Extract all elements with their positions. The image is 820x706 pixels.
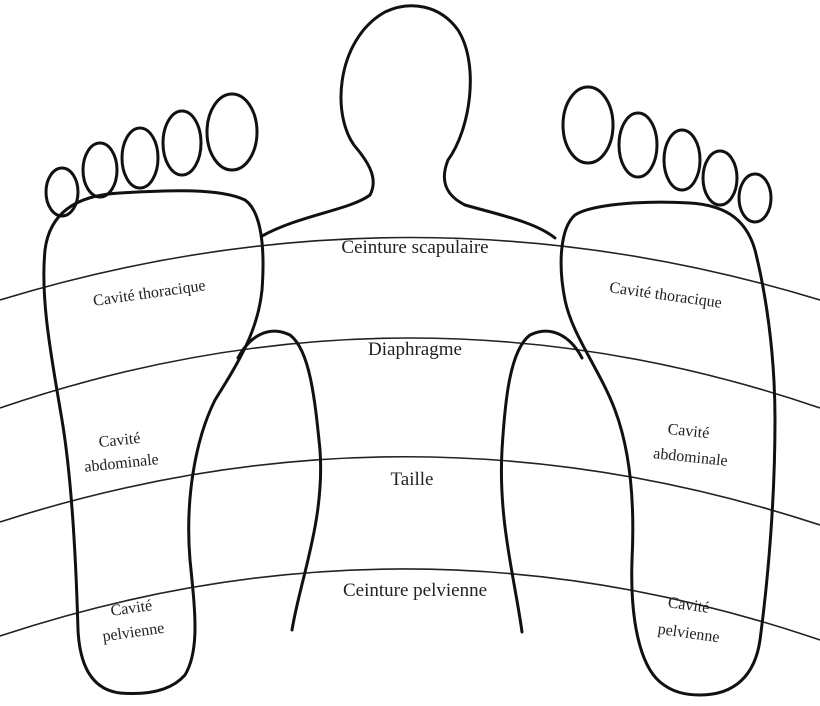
left-foot — [42, 92, 265, 695]
right-label-abdominal-2: abdominale — [652, 445, 728, 470]
body-silhouette — [236, 4, 584, 634]
label-pelvic-girdle: Ceinture pelvienne — [343, 580, 487, 601]
left-label-thoracic: Cavité thoracique — [92, 277, 207, 310]
left-label-abdominal-2: abdominale — [84, 451, 160, 476]
shoulder-line — [0, 236, 820, 301]
waist-line — [0, 455, 820, 526]
right-label-abdominal-1: Cavité — [667, 421, 710, 442]
label-diaphragm: Diaphragme — [368, 339, 462, 360]
diaphragm-line — [0, 337, 820, 409]
right-label-thoracic: Cavité thoracique — [608, 279, 723, 312]
right-foot — [559, 85, 777, 697]
left-label-pelvic-1: Cavité — [110, 597, 154, 620]
right-label-pelvic-1: Cavité — [667, 594, 711, 617]
left-label-pelvic-2: pelvienne — [101, 620, 165, 645]
pelvic-line — [0, 568, 820, 641]
left-label-abdominal-1: Cavité — [98, 430, 141, 451]
right-label-pelvic-2: pelvienne — [657, 621, 721, 646]
label-waist: Taille — [391, 469, 434, 490]
label-shoulder-girdle: Ceinture scapulaire — [341, 237, 488, 258]
